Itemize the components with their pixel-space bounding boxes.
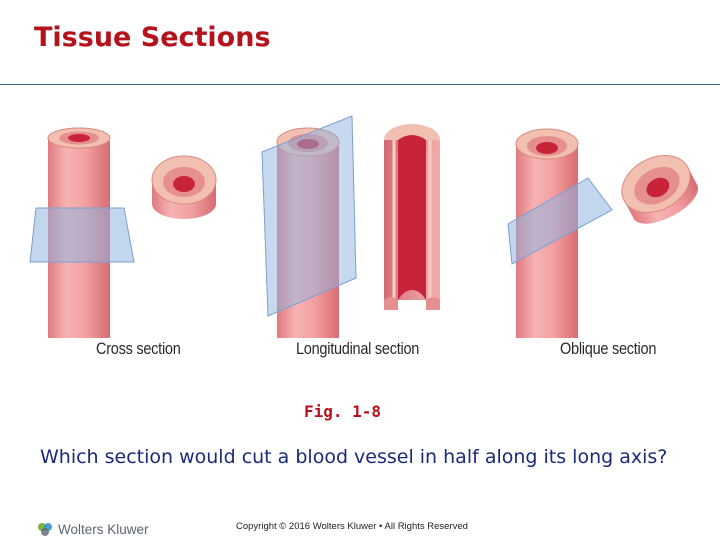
- oblique-section-slice: [621, 154, 699, 224]
- question-text: Which section would cut a blood vessel i…: [40, 446, 668, 468]
- tissue-sections-figure: [29, 115, 699, 338]
- cross-section-caption: Cross section: [96, 340, 181, 358]
- publisher-logo: Wolters Kluwer: [36, 521, 149, 537]
- longitudinal-section-caption: Longitudinal section: [296, 340, 420, 358]
- logo-text: Wolters Kluwer: [58, 521, 149, 537]
- title-divider: [0, 84, 720, 85]
- slide-title: Tissue Sections: [34, 22, 271, 53]
- copyright-notice: Copyright © 2016 Wolters Kluwer • All Ri…: [236, 521, 468, 532]
- longitudinal-section-half: [384, 124, 440, 310]
- cross-section-slice: [151, 155, 217, 219]
- figure-reference: Fig. 1-8: [304, 402, 382, 421]
- longitudinal-section-plane: [261, 115, 357, 317]
- cross-section-plane: [29, 207, 135, 263]
- wolters-kluwer-logo-icon: [38, 523, 52, 536]
- oblique-section-caption: Oblique section: [560, 340, 657, 358]
- oblique-section-plane: [507, 177, 613, 265]
